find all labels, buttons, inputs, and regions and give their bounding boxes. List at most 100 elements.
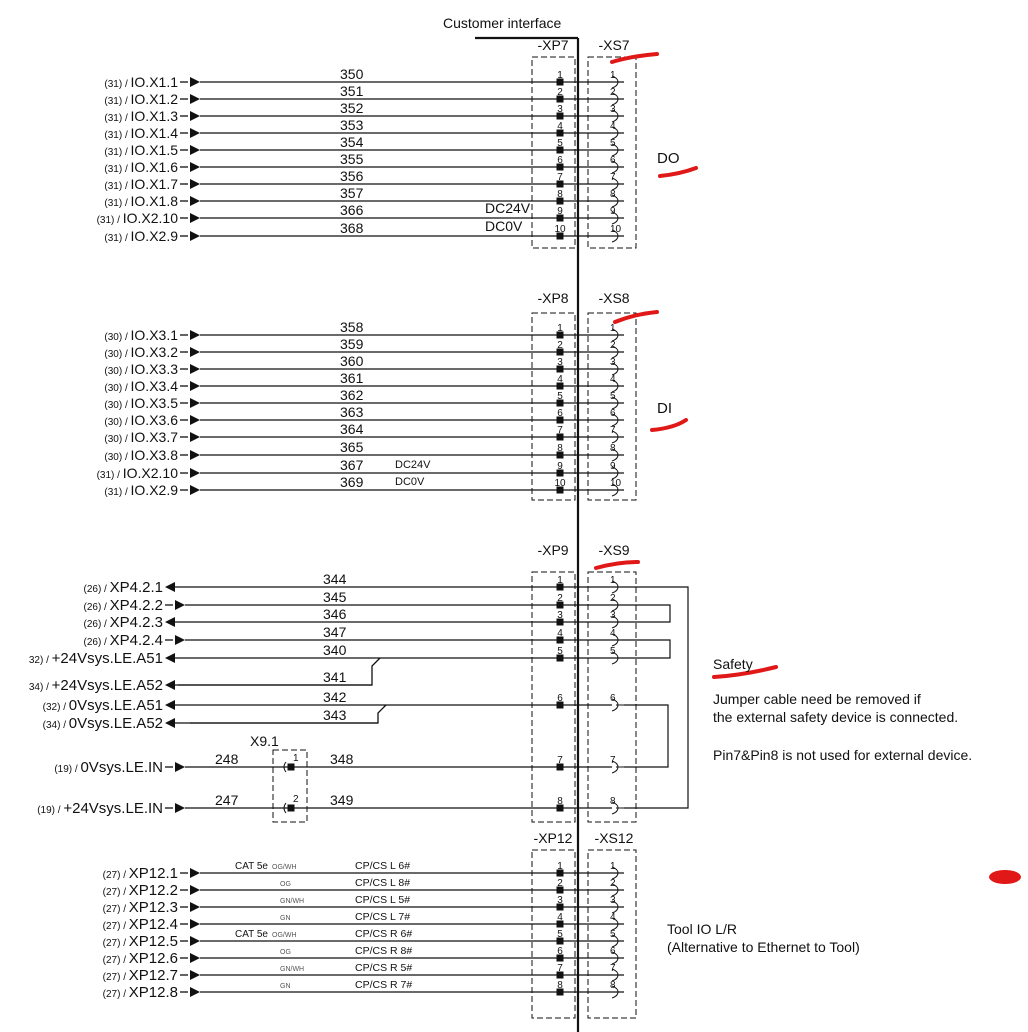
annotation-mark-xs9 (594, 560, 640, 570)
separator: / (122, 79, 130, 90)
socket-pin-number: 3 (610, 357, 616, 368)
page-reference: (31) (97, 215, 115, 226)
signal-label: (31) / IO.X2.9 (104, 228, 178, 244)
page-reference: (30) (104, 383, 122, 394)
arrow-left-icon (165, 582, 175, 592)
socket-contact-icon (611, 985, 624, 999)
socket-pin-number: 2 (610, 593, 616, 604)
page-reference: (31) (104, 96, 122, 107)
page-reference: (27) (103, 972, 121, 983)
separator: / (101, 584, 109, 595)
signal-name: IO.X3.2 (131, 344, 179, 360)
separator: / (122, 400, 130, 411)
socket-contact-icon (611, 883, 624, 897)
wire-number: 360 (340, 353, 364, 369)
arrow-right-icon (190, 381, 200, 391)
plug-pin-number: 6 (557, 946, 563, 957)
socket-contact-icon (611, 328, 624, 342)
jumper-pin6-pin7 (624, 704, 669, 768)
signal-label: (30) / IO.X3.4 (104, 378, 178, 394)
plug-pin-icon (556, 937, 564, 945)
signal-label: (31) / IO.X1.4 (104, 125, 178, 141)
wire-number: 358 (340, 319, 364, 335)
separator: / (122, 417, 130, 428)
page-reference: (27) (103, 955, 121, 966)
socket-connector-box (587, 56, 637, 249)
arrow-right-icon (190, 468, 200, 478)
separator: / (101, 637, 109, 648)
separator: / (101, 602, 109, 613)
signal-label: (31) / IO.X1.7 (104, 176, 178, 192)
signal-name: IO.X3.1 (131, 327, 179, 343)
socket-connector-box (587, 312, 637, 501)
cable-type: CAT 5e (235, 861, 268, 872)
plug-pin-number: 10 (554, 224, 566, 235)
signal-label: (30) / IO.X3.7 (104, 429, 178, 445)
signal-name: XP12.2 (129, 882, 178, 899)
wire-designation: CP/CS R 7# (355, 979, 412, 991)
socket-pin-number: 2 (610, 87, 616, 98)
jumper-pin4-pin5 (624, 639, 671, 659)
socket-contact-icon (611, 413, 624, 427)
socket-pin-number: 9 (610, 461, 616, 472)
page-reference: (31) (104, 233, 122, 244)
voltage-note: DC0V (485, 218, 523, 234)
separator: / (55, 805, 63, 816)
wire-number: 345 (323, 589, 347, 605)
plug-pin-icon (556, 214, 564, 222)
page-reference: (30) (104, 417, 122, 428)
wire-number: 343 (323, 707, 347, 723)
annotation-mark-xs8 (613, 310, 659, 324)
signal-label: (26) / XP4.2.4 (83, 632, 163, 649)
page-reference: (27) (103, 870, 121, 881)
annotation-mark-di (650, 418, 688, 432)
socket-label: -XS9 (598, 542, 629, 558)
socket-contact-icon (611, 362, 624, 376)
annotation-dot (989, 870, 1021, 884)
arrow-right-icon (190, 936, 200, 946)
signal-label: 34) / +24Vsys.LE.A52 (29, 677, 163, 694)
wire-number: 357 (340, 185, 364, 201)
socket-contact-icon (611, 109, 624, 123)
signal-name: IO.X1.6 (131, 159, 179, 175)
signal-label: (31) / IO.X2.9 (104, 482, 178, 498)
socket-pin-number: 7 (610, 755, 616, 766)
arrow-right-icon (190, 179, 200, 189)
socket-pin-number: 4 (610, 374, 616, 385)
signal-name: IO.X1.5 (131, 142, 179, 158)
plug-pin-icon (556, 903, 564, 911)
plug-pin-icon (556, 920, 564, 928)
signal-name: XP12.4 (129, 916, 178, 933)
page-reference: (27) (103, 887, 121, 898)
plug-pin-number: 3 (557, 104, 563, 115)
signal-name: IO.X1.7 (131, 176, 179, 192)
signal-label: (19) / +24Vsys.LE.IN (37, 800, 163, 817)
plug-pin-number: 5 (557, 646, 563, 657)
plug-pin-number: 1 (557, 323, 563, 334)
arrow-left-icon (165, 680, 175, 690)
wire-number: 340 (323, 642, 347, 658)
plug-pin-icon (556, 486, 564, 494)
arrow-right-icon (190, 885, 200, 895)
signal-name: XP4.2.1 (110, 579, 163, 596)
plug-pin-number: 9 (557, 206, 563, 217)
wire-color-code: GN (280, 915, 291, 922)
separator: / (122, 332, 130, 343)
plug-pin-number: 3 (557, 895, 563, 906)
wire-number: 369 (340, 474, 364, 490)
wire-number: 348 (330, 751, 354, 767)
plug-pin-icon (556, 636, 564, 644)
page-reference: (27) (103, 938, 121, 949)
signal-name: IO.X2.10 (123, 210, 178, 226)
signal-name: XP12.7 (129, 967, 178, 984)
plug-pin-number: 6 (557, 408, 563, 419)
socket-contact-icon (611, 379, 624, 393)
arrow-right-icon (175, 762, 185, 772)
page-reference: (31) (104, 130, 122, 141)
plug-pin-icon (556, 146, 564, 154)
wire-number: 351 (340, 83, 364, 99)
page-reference: (26) (83, 584, 101, 595)
plug-pin-icon (556, 416, 564, 424)
arrow-right-icon (190, 953, 200, 963)
plug-pin-number: 3 (557, 357, 563, 368)
